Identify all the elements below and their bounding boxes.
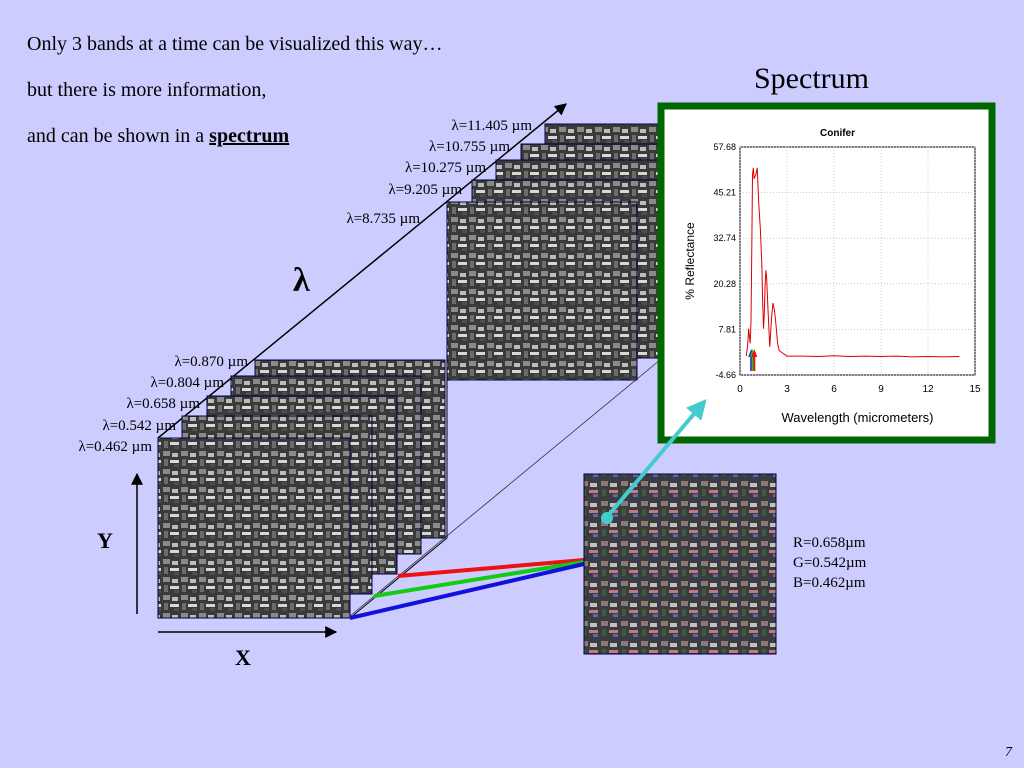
lambda-label: λ [293, 262, 310, 299]
x-tick-label: 9 [878, 384, 884, 395]
y-tick-label: 57.68 [713, 142, 736, 152]
spectrum-emphasis: spectrum [209, 125, 290, 147]
spectrum-chart: 0 3 6 9 12 15 -4.66 7.81 20.28 32.74 45.21 57.68 Con… [683, 128, 981, 425]
intro-line-2: but there is more information, [27, 79, 267, 101]
y-tick-label: 20.28 [713, 279, 736, 289]
intro-line-3: and can be shown in a spectrum [27, 124, 289, 148]
plot-area [739, 146, 976, 376]
blue-band-line [349, 562, 585, 620]
x-tick-label: 15 [969, 384, 981, 395]
band-label: λ=0.870 µm [174, 354, 248, 370]
near-image-stack [157, 359, 446, 619]
band-label: λ=9.205 µm [388, 182, 462, 198]
reflectance-series-line [745, 167, 960, 358]
x-tick-label: 12 [922, 384, 934, 395]
x-tick-label: 3 [784, 384, 790, 395]
y-axis-title: % Reflectance [683, 222, 697, 300]
slide-title: Spectrum [754, 62, 869, 95]
intro-line-1: Only 3 bands at a time can be visualized… [27, 33, 443, 55]
rgb-legend-g: G=0.542µm [793, 555, 867, 571]
rgb-legend-r: R=0.658µm [793, 535, 866, 551]
band-label: λ=10.275 µm [404, 160, 486, 176]
band-label: λ=0.658 µm [126, 396, 200, 412]
band-marker-head [751, 349, 758, 357]
band-label: λ=11.405 µm [451, 118, 533, 134]
red-band-line [397, 558, 585, 578]
chart-title: Conifer [820, 128, 855, 139]
pixel-pointer-arrow [605, 398, 707, 519]
y-tick-label: -4.66 [715, 370, 736, 380]
y-tick-label: 32.74 [713, 233, 736, 243]
band-label: λ=8.735 µm [346, 211, 420, 227]
x-axis-label: X [235, 645, 251, 670]
rgb-legend-b: B=0.462µm [793, 575, 866, 591]
intro-line-3-text: and can be shown in a [27, 125, 210, 147]
x-tick-label: 0 [737, 384, 743, 395]
pixel-marker [601, 512, 613, 524]
x-tick-label: 6 [831, 384, 837, 395]
band-label: λ=0.804 µm [150, 375, 224, 391]
y-tick-label: 7.81 [718, 324, 736, 334]
rgb-composite-image [583, 473, 777, 655]
page-number: 7 [1005, 745, 1012, 760]
band-label: λ=10.755 µm [428, 139, 510, 155]
band-label: λ=0.462 µm [78, 439, 152, 455]
band-label: λ=0.542 µm [102, 418, 176, 434]
y-axis-label: Y [97, 528, 113, 553]
x-axis-title: Wavelength (micrometers) [782, 410, 934, 425]
green-band-line [373, 560, 585, 598]
y-tick-label: 45.21 [713, 188, 736, 198]
perspective-line [349, 359, 661, 617]
